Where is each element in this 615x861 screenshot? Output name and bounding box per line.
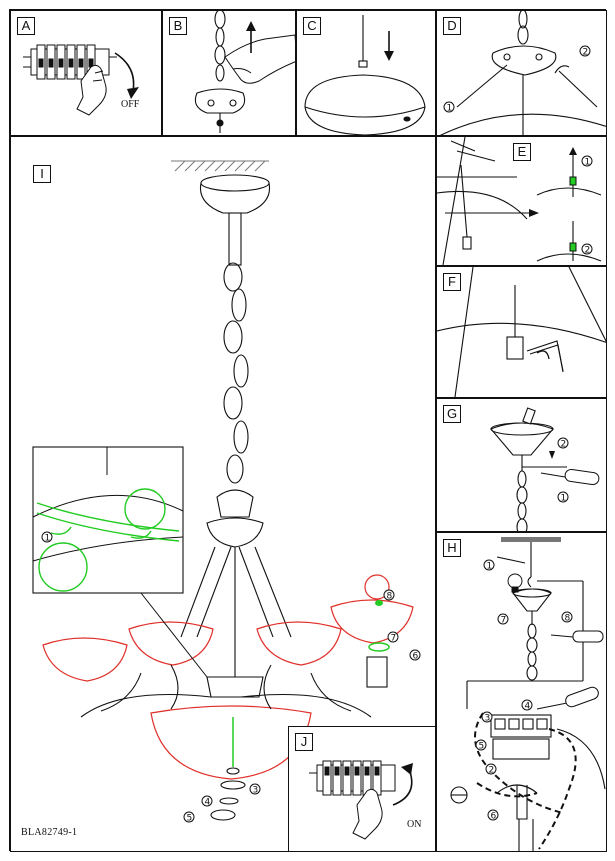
svg-text:1: 1 (447, 104, 453, 114)
panel-j-label: J (295, 733, 313, 751)
wiring-illustration: 1 7 8 3 4 5 2 6 (450, 537, 606, 851)
breaker-off-illustration (23, 44, 139, 116)
panel-g: G 2 1 (436, 398, 607, 532)
svg-text:2: 2 (583, 48, 589, 58)
screwdriver-icon (540, 468, 600, 486)
arrow-icon (384, 31, 394, 61)
svg-text:6: 6 (491, 812, 497, 822)
screwdriver-icon (536, 630, 604, 710)
hand-icon (224, 34, 295, 84)
panel-a: A (10, 10, 162, 136)
panel-f-label: F (443, 273, 461, 291)
svg-text:2: 2 (585, 246, 591, 256)
instruction-sheet: A (9, 9, 607, 852)
bulb-icon (507, 573, 523, 593)
svg-text:1: 1 (45, 534, 51, 544)
ceiling-hatch (171, 160, 269, 172)
svg-text:1: 1 (561, 494, 567, 504)
panel-a-label: A (17, 17, 35, 35)
svg-text:7: 7 (391, 634, 397, 644)
svg-text:3: 3 (485, 714, 491, 724)
svg-text:3: 3 (253, 786, 259, 796)
unhook-canopy-illustration (194, 11, 295, 133)
panel-c: C (296, 10, 436, 136)
on-label: ON (407, 819, 422, 830)
arrow-icon (114, 52, 135, 92)
svg-text:1: 1 (487, 562, 493, 572)
svg-text:2: 2 (489, 766, 495, 776)
panel-i-label: I (33, 165, 51, 183)
arrow-icon (246, 21, 256, 53)
svg-text:4: 4 (205, 798, 211, 808)
panel-f: F (436, 266, 607, 398)
panel-d: D 1 2 (436, 10, 607, 136)
panel-j: J ON (288, 726, 436, 852)
svg-text:5: 5 (187, 814, 193, 824)
attach-arms-illustration: 1 2 (437, 137, 602, 265)
off-label: OFF (121, 99, 140, 110)
svg-text:7: 7 (501, 616, 507, 626)
panel-h: H (436, 532, 607, 852)
hand-icon (76, 64, 107, 116)
svg-text:5: 5 (479, 742, 485, 752)
detail-inset (32, 446, 208, 678)
svg-text:2: 2 (561, 440, 567, 450)
secure-canopy-illustration: 2 1 (490, 407, 600, 531)
hand-icon (352, 788, 383, 840)
svg-text:1: 1 (585, 158, 591, 168)
circuit-breaker-icon (309, 760, 396, 796)
panel-b-label: B (169, 17, 187, 35)
chandelier-assembly-illustration: 1 8 7 6 3 4 5 (32, 160, 421, 824)
svg-text:8: 8 (387, 592, 393, 602)
breaker-on-illustration (309, 760, 413, 840)
panel-c-label: C (303, 17, 321, 35)
panel-g-label: G (443, 405, 461, 423)
model-code: BLA82749-1 (21, 827, 78, 838)
panel-e: E 1 2 (436, 136, 607, 266)
arrow-icon (392, 768, 413, 806)
svg-text:6: 6 (413, 652, 419, 662)
panel-h-label: H (443, 539, 461, 557)
panel-b: B (162, 10, 296, 136)
hang-chandelier-illustration: 1 2 (439, 11, 606, 135)
circuit-breaker-icon (23, 44, 117, 80)
svg-text:4: 4 (525, 702, 531, 712)
panel-e-label: E (513, 143, 531, 161)
svg-text:8: 8 (565, 614, 571, 624)
ceiling-hatch (501, 537, 561, 542)
hex-key-icon (526, 340, 564, 373)
panel-d-label: D (443, 17, 461, 35)
lower-canopy-illustration (304, 15, 426, 135)
tighten-screw-illustration (437, 267, 606, 397)
